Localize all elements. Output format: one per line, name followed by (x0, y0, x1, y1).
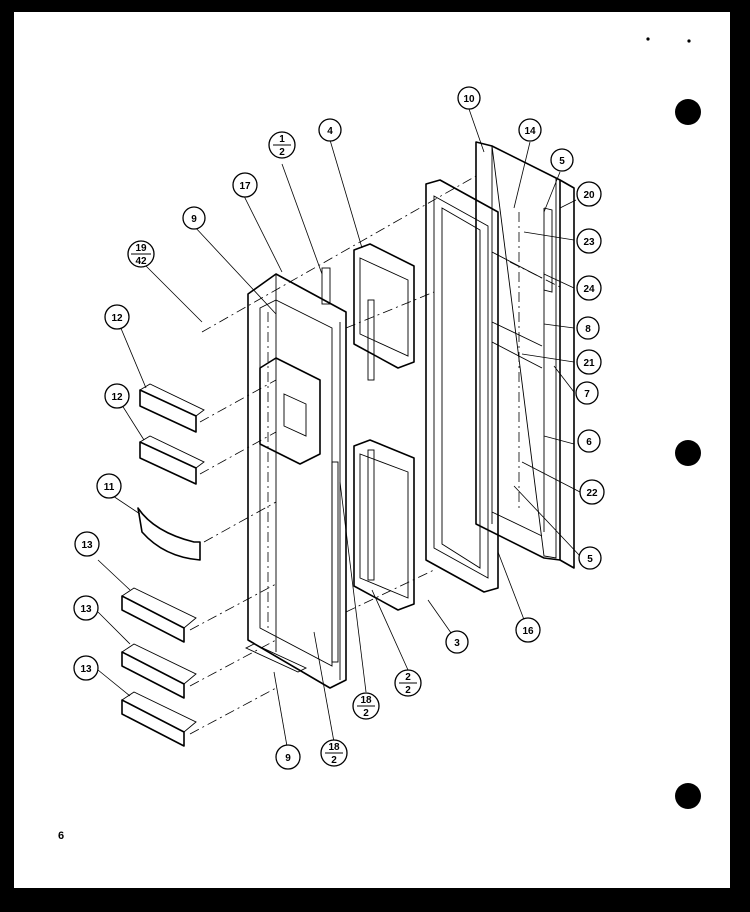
callout-1-over-2: 1 2 (268, 131, 296, 159)
corner-mark (687, 39, 691, 43)
svg-text:3: 3 (454, 638, 460, 649)
callout-13-top: 13 (74, 531, 100, 557)
door-panel-dispenser (247, 267, 347, 689)
callout-4: 4 (318, 118, 342, 142)
binder-hole-top (675, 99, 701, 125)
callout-2-over-2: 2 2 (394, 669, 422, 697)
binder-hole-bottom (675, 783, 701, 809)
callout-21: 21 (576, 349, 602, 375)
door-outer-panel (475, 141, 575, 569)
diagram-page: 10 14 5 20 23 24 8 21 7 6 22 5 16 3 4 17… (14, 12, 730, 888)
svg-text:2: 2 (363, 708, 369, 719)
callout-17: 17 (232, 172, 258, 198)
callout-10: 10 (457, 86, 481, 110)
callout-12-upper: 12 (104, 304, 130, 330)
callout-5-lower: 5 (578, 546, 602, 570)
callout-18-over-2-lower: 18 2 (320, 739, 348, 767)
callout-11: 11 (96, 473, 122, 499)
svg-text:12: 12 (111, 313, 123, 324)
callout-3: 3 (445, 630, 469, 654)
svg-text:18: 18 (360, 695, 372, 706)
svg-text:1: 1 (279, 134, 285, 145)
svg-text:20: 20 (583, 190, 595, 201)
svg-text:13: 13 (80, 604, 92, 615)
svg-text:14: 14 (524, 126, 536, 137)
svg-text:13: 13 (80, 664, 92, 675)
svg-text:42: 42 (135, 256, 147, 267)
callout-12-lower: 12 (104, 383, 130, 409)
svg-text:2: 2 (405, 672, 411, 683)
svg-text:2: 2 (331, 755, 337, 766)
callout-24: 24 (576, 275, 602, 301)
callout-16: 16 (515, 617, 541, 643)
svg-text:4: 4 (327, 126, 333, 137)
svg-text:12: 12 (111, 392, 123, 403)
svg-text:2: 2 (279, 147, 285, 158)
svg-text:13: 13 (81, 540, 93, 551)
svg-text:24: 24 (583, 284, 595, 295)
callout-6: 6 (577, 429, 601, 453)
svg-text:7: 7 (584, 389, 590, 400)
svg-text:17: 17 (239, 181, 251, 192)
callout-23: 23 (576, 228, 602, 254)
svg-text:9: 9 (285, 753, 291, 764)
callout-5: 5 (550, 148, 574, 172)
leader-lines (97, 108, 581, 753)
svg-text:22: 22 (586, 488, 598, 499)
svg-text:19: 19 (135, 243, 147, 254)
gasket-frame (353, 243, 415, 611)
svg-text:5: 5 (587, 554, 593, 565)
callout-9: 9 (182, 206, 206, 230)
assembly-lines (189, 175, 563, 735)
retainer-bar (244, 643, 308, 673)
svg-text:6: 6 (586, 437, 592, 448)
callout-20: 20 (576, 181, 602, 207)
callout-22: 22 (579, 479, 605, 505)
callout-18-over-2-upper: 18 2 (352, 692, 380, 720)
binder-hole-middle (675, 440, 701, 466)
page-number: 6 (58, 830, 65, 842)
callout-13-bottom: 13 (73, 655, 99, 681)
door-liner-frame (425, 179, 499, 593)
callout-13-middle: 13 (73, 595, 99, 621)
callout-19-over-42: 19 42 (127, 240, 155, 268)
svg-text:11: 11 (104, 482, 115, 493)
svg-text:21: 21 (583, 358, 595, 369)
svg-text:5: 5 (559, 156, 565, 167)
svg-text:2: 2 (405, 685, 411, 696)
svg-text:8: 8 (585, 324, 591, 335)
svg-text:23: 23 (583, 237, 595, 248)
door-shelves (121, 383, 205, 747)
svg-text:18: 18 (328, 742, 340, 753)
corner-mark (646, 37, 650, 41)
callout-8: 8 (576, 316, 600, 340)
svg-text:16: 16 (522, 626, 534, 637)
svg-text:10: 10 (463, 94, 475, 105)
exploded-view-diagram: 10 14 5 20 23 24 8 21 7 6 22 5 16 3 4 17… (73, 37, 701, 809)
callout-7: 7 (575, 381, 599, 405)
callout-9-lower: 9 (275, 744, 301, 770)
callout-14: 14 (518, 118, 542, 142)
svg-text:9: 9 (191, 214, 197, 225)
